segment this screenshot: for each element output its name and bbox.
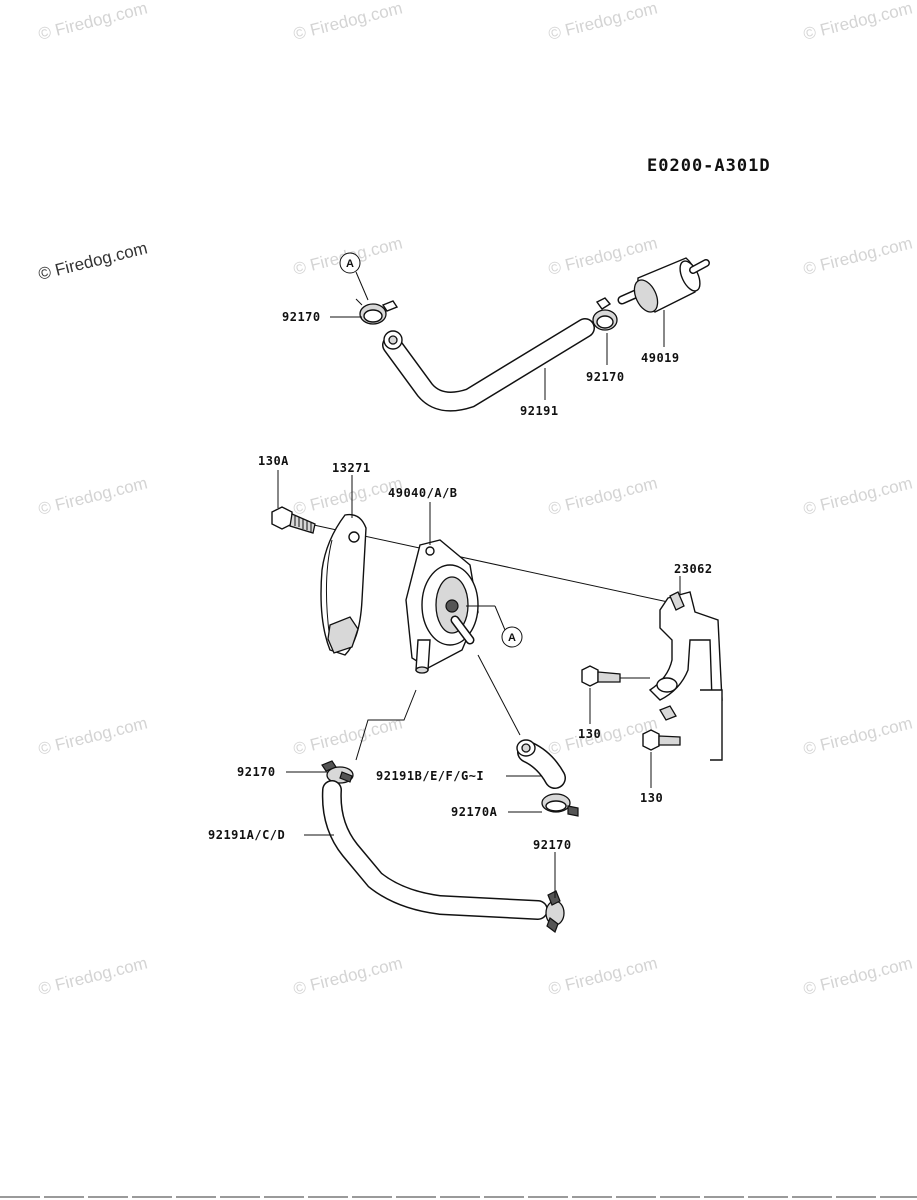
connection-line <box>355 689 417 761</box>
watermark-layer: © Firedog.com © Firedog.com © Firedog.co… <box>36 0 914 999</box>
fuel-filter <box>617 257 710 313</box>
callout-letter: A <box>508 632 516 644</box>
hose-92191acd-core <box>323 781 547 919</box>
watermark: © Firedog.com <box>546 0 659 44</box>
label-23062: 23062 <box>674 562 713 576</box>
lower-hoses: 92170 92191B/E/F/G~I 92170A 92191A/C/D 9… <box>208 654 579 933</box>
clamp-lower-left <box>321 760 354 784</box>
diagram-code: E0200-A301D <box>647 156 771 176</box>
label-92191a: 92191A/C/D <box>208 828 285 842</box>
label-92191: 92191 <box>520 404 559 418</box>
hose-92191-core <box>383 319 594 411</box>
callout-a-top: A <box>339 252 369 301</box>
label-92170a: 92170A <box>451 805 498 819</box>
pump-assembly: A 130A 13271 49040/A/B <box>258 454 723 805</box>
bracket-23062 <box>648 591 723 761</box>
top-assembly: A 92170 92191 92170 49019 <box>282 252 710 418</box>
watermark: © Firedog.com <box>546 473 659 518</box>
label-49040: 49040/A/B <box>388 486 458 500</box>
watermark: © Firedog.com <box>801 713 914 758</box>
watermark: © Firedog.com <box>546 233 659 278</box>
fuel-pump <box>405 539 506 674</box>
clamp-top-left <box>355 298 399 325</box>
watermark: © Firedog.com <box>36 953 149 998</box>
bolt-130-upper <box>581 665 650 687</box>
label-130: 130 <box>578 727 601 741</box>
watermark: © Firedog.com <box>291 0 404 44</box>
label-92170: 92170 <box>586 370 625 384</box>
watermark-dark: © Firedog.com <box>36 238 149 283</box>
label-92191b: 92191B/E/F/G~I <box>376 769 484 783</box>
callout-letter: A <box>346 258 354 270</box>
label-130a: 130A <box>258 454 289 468</box>
watermark: © Firedog.com <box>36 713 149 758</box>
watermark: © Firedog.com <box>801 233 914 278</box>
plate-13271 <box>320 513 367 656</box>
label-13271: 13271 <box>332 461 371 475</box>
watermark: © Firedog.com <box>801 0 914 44</box>
bolt-130-lower <box>642 729 681 751</box>
label-49019: 49019 <box>641 351 680 365</box>
label-130: 130 <box>640 791 663 805</box>
hose-bore <box>388 335 398 345</box>
clamp-top-right <box>592 297 618 331</box>
hose-92191acd <box>321 780 548 920</box>
elbow-hose <box>516 739 566 789</box>
clamp-92170a <box>541 793 579 817</box>
bolt-130a <box>271 506 316 534</box>
watermark: © Firedog.com <box>546 953 659 998</box>
connection-line <box>477 654 521 736</box>
clamp-lower-right <box>545 890 565 933</box>
watermark: © Firedog.com <box>801 953 914 998</box>
label-92170: 92170 <box>282 310 321 324</box>
page-bottom-rule <box>0 1196 917 1198</box>
watermark: © Firedog.com <box>291 953 404 998</box>
label-92170: 92170 <box>237 765 276 779</box>
watermark: © Firedog.com <box>801 473 914 518</box>
callout-a-pump: A <box>501 626 523 648</box>
label-92170: 92170 <box>533 838 572 852</box>
watermark: © Firedog.com <box>36 0 149 44</box>
watermark: © Firedog.com <box>36 473 149 518</box>
